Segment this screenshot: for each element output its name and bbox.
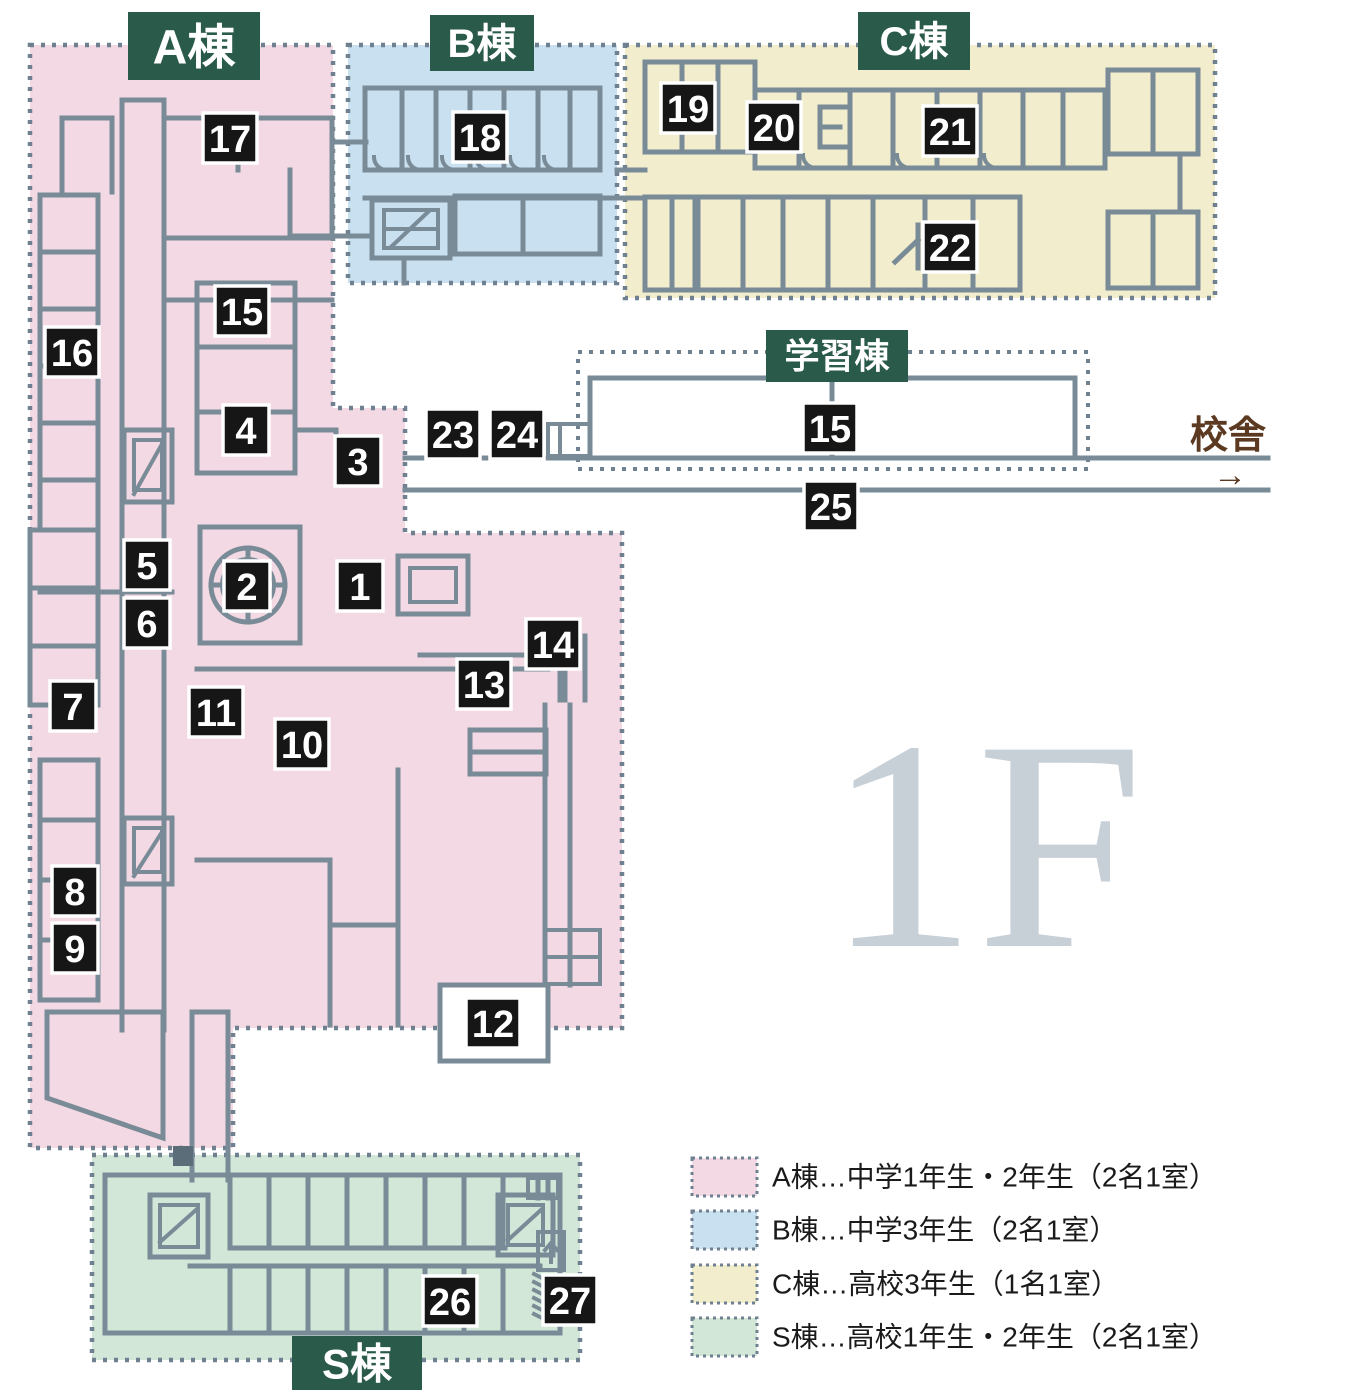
room-badge-12: 12	[464, 996, 522, 1050]
room-badge-22: 22	[921, 220, 979, 274]
corridor-joint	[173, 1146, 193, 1166]
svg-text:学習棟: 学習棟	[784, 337, 890, 377]
room-number: 1	[349, 567, 370, 609]
legend-swatch-s	[690, 1316, 759, 1358]
door-arc-icon	[800, 152, 1000, 171]
room-number: 12	[472, 1004, 514, 1046]
room-badge-24: 24	[488, 407, 546, 461]
room-number: 27	[549, 1281, 591, 1323]
legend-label-c: C棟…高校3年生（1名1室）	[772, 1269, 1119, 1300]
legend-swatch-c	[690, 1263, 759, 1305]
room-badge-21: 21	[921, 104, 979, 158]
room-badge-17: 17	[201, 111, 259, 165]
room-number: 20	[753, 108, 795, 150]
room-badge-14: 14	[524, 617, 582, 671]
room-number: 21	[929, 112, 971, 154]
school-direction-label: 校舎	[1190, 415, 1266, 457]
stairs-icon	[369, 197, 453, 261]
room-number: 14	[532, 625, 574, 667]
room-number: 24	[496, 415, 538, 457]
room-number: 17	[209, 119, 251, 161]
room-badge-6: 6	[122, 596, 172, 650]
stairs-icon	[121, 815, 175, 887]
door-arc-icon	[371, 154, 560, 173]
label-s-building: S棟	[292, 1336, 422, 1390]
legend-row: A棟…中学1年生・2年生（2名1室）	[690, 1156, 1217, 1198]
room-number: 15	[221, 292, 263, 334]
room-badge-26: 26	[421, 1274, 479, 1328]
room-badge-8: 8	[50, 864, 100, 918]
room-badge-11: 11	[187, 685, 245, 739]
legend-row: S棟…高校1年生・2年生（2名1室）	[690, 1316, 1217, 1358]
room-badge-7: 7	[48, 679, 98, 733]
room-number: 23	[432, 415, 474, 457]
label-b-building: B棟	[430, 15, 534, 71]
room-number: 15	[809, 409, 851, 451]
room-badge-15: 15	[213, 284, 271, 338]
legend-row: B棟…中学3年生（2名1室）	[690, 1209, 1117, 1251]
room-badge-13: 13	[455, 657, 513, 711]
label-gakushu-building: 学習棟	[766, 330, 908, 382]
room-badge-23: 23	[424, 407, 482, 461]
room-badge-9: 9	[50, 921, 100, 975]
room-badge-3: 3	[333, 434, 383, 488]
walls-b-building	[362, 85, 648, 286]
room-badge-2: 2	[222, 559, 272, 613]
room-number: 25	[810, 487, 852, 529]
room-badge-5: 5	[122, 538, 172, 592]
walls-gakushu-building	[503, 375, 1078, 461]
floor-watermark: 1F	[827, 679, 1144, 1011]
label-a-building: A棟	[128, 12, 260, 80]
room-badge-25: 25	[802, 479, 860, 533]
room-badge-1: 1	[335, 559, 385, 613]
room-badge-15: 15	[801, 401, 859, 455]
room-number: 18	[459, 118, 501, 160]
room-number: 6	[136, 604, 157, 646]
school-direction-arrow-icon: →	[1213, 456, 1247, 494]
room-number: 16	[51, 333, 93, 375]
legend: A棟…中学1年生・2年生（2名1室） B棟…中学3年生（2名1室） C棟…高校3…	[690, 1156, 1217, 1358]
room-number: 2	[236, 567, 257, 609]
room-badge-20: 20	[745, 100, 803, 154]
elevator-icon	[536, 1230, 566, 1272]
room-badge-4: 4	[221, 403, 271, 457]
room-number: 5	[136, 546, 157, 588]
legend-label-s: S棟…高校1年生・2年生（2名1室）	[772, 1322, 1217, 1353]
legend-label-a: A棟…中学1年生・2年生（2名1室）	[772, 1162, 1217, 1193]
svg-text:A棟: A棟	[153, 22, 237, 75]
room-number: 9	[64, 929, 85, 971]
room-number: 3	[347, 442, 368, 484]
svg-text:S棟: S棟	[322, 1341, 393, 1388]
svg-text:C棟: C棟	[880, 20, 950, 64]
room-number: 11	[196, 693, 236, 735]
hatch-stairs-icon	[531, 1271, 551, 1324]
stairs-icon	[147, 1192, 211, 1260]
room-number: 26	[429, 1282, 471, 1324]
room-badge-10: 10	[273, 717, 331, 771]
school-direction: 校舎 →	[1190, 415, 1266, 494]
vent-icon	[526, 1176, 560, 1200]
room-badge-27: 27	[541, 1273, 599, 1327]
zone-a-building	[27, 42, 625, 1151]
legend-row: C棟…高校3年生（1名1室）	[690, 1263, 1119, 1305]
room-number: 7	[62, 687, 83, 729]
stairs-icon	[495, 1192, 556, 1258]
room-number: 8	[64, 872, 85, 914]
room-badge-18: 18	[451, 110, 509, 164]
legend-swatch-a	[690, 1156, 759, 1198]
label-c-building: C棟	[858, 12, 970, 70]
stairs-icon	[121, 427, 175, 505]
room-number: 19	[667, 89, 709, 131]
legend-label-b: B棟…中学3年生（2名1室）	[772, 1215, 1117, 1246]
room-number: 13	[463, 665, 505, 707]
room-number: 22	[929, 228, 971, 270]
legend-swatch-b	[690, 1209, 759, 1251]
svg-text:B棟: B棟	[448, 22, 518, 66]
room-number: 4	[235, 411, 256, 453]
room-badge-19: 19	[659, 81, 717, 135]
room-number: 10	[281, 725, 323, 767]
room-badge-16: 16	[43, 325, 101, 379]
